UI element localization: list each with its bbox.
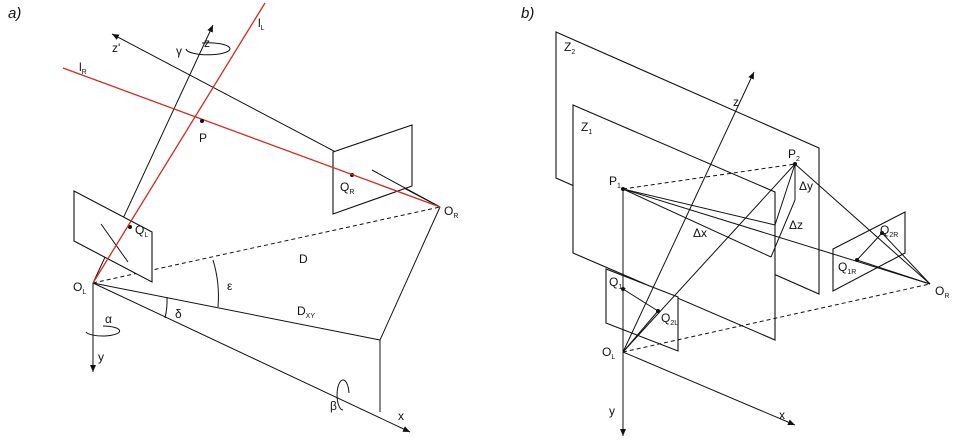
- label-y: y: [98, 350, 104, 364]
- dashed-P1-P2: [622, 163, 796, 190]
- Q2R-point: [880, 231, 884, 235]
- label-z-prime: z': [112, 41, 120, 55]
- label-delta: δ: [175, 307, 182, 321]
- label-x-b: x: [779, 408, 785, 422]
- epsilon-arc: [212, 259, 219, 308]
- ray-lR: [62, 67, 441, 208]
- Q1L-point: [621, 287, 625, 291]
- delta-x-edge: [622, 188, 776, 226]
- label-alpha: α: [105, 312, 112, 326]
- label-Q1L: Q1L: [609, 275, 626, 291]
- left-principal-ray: [100, 223, 129, 263]
- label-P: P: [199, 131, 207, 145]
- label-z: z: [204, 36, 210, 50]
- ray-OL-P2: [622, 163, 796, 353]
- P-point: [200, 119, 204, 123]
- alpha-rotation: [85, 325, 121, 337]
- label-gamma: γ: [176, 44, 182, 58]
- label-y-b: y: [609, 404, 615, 418]
- P1-point: [621, 187, 625, 191]
- gamma-rotation: [185, 42, 231, 56]
- right-principal-ray: [371, 169, 441, 208]
- label-Q2R: Q2R: [880, 223, 898, 239]
- panel-a: a) z z' γ: [8, 2, 458, 433]
- panel-b-label: b): [521, 5, 534, 22]
- label-Z1: Z1: [581, 120, 592, 136]
- label-P2: P2: [788, 147, 800, 163]
- right-image-plane-b: [832, 211, 906, 292]
- label-delta-z: Δz: [789, 218, 803, 232]
- label-DXY: DXY: [297, 304, 315, 320]
- label-delta-x: Δx: [693, 226, 707, 240]
- ray-OL-Q2L: [622, 310, 659, 353]
- panel-a-label: a): [8, 5, 21, 22]
- delta-z-edge: [770, 199, 796, 258]
- panel-b: b): [521, 5, 949, 436]
- baseline-DXY: [92, 282, 381, 341]
- label-lR: lR: [79, 60, 87, 76]
- x-axis-b: [622, 351, 796, 426]
- label-OL-b: OL: [602, 345, 615, 361]
- label-lL: lL: [258, 16, 265, 32]
- Q1R-point: [855, 258, 859, 262]
- label-Q2L: Q2L: [661, 311, 678, 327]
- beta-rotation: [336, 379, 350, 411]
- x-axis: [92, 282, 411, 433]
- P2-to-plane: [774, 163, 796, 226]
- Q1L-Q2L: [622, 288, 659, 312]
- plane-Z1: [572, 104, 776, 341]
- label-z-b: z: [733, 95, 739, 109]
- projection-vertical-edge: [379, 206, 441, 341]
- ray-OR-Q2R: [881, 232, 931, 285]
- ray-lL: [92, 2, 266, 284]
- label-D: D: [299, 252, 308, 266]
- Q1R-Q2R: [856, 232, 883, 261]
- label-QR: QR: [340, 180, 354, 196]
- P1-diagonal: [622, 188, 772, 258]
- z-axis-b: [622, 71, 755, 353]
- delta-arc: [164, 296, 168, 319]
- label-OR-b: OR: [935, 284, 949, 300]
- ray-OR-P1: [622, 188, 931, 285]
- right-image-plane: [332, 124, 413, 215]
- label-P1: P1: [609, 174, 621, 190]
- label-epsilon: ε: [227, 279, 233, 293]
- label-Q1R: Q1R: [838, 260, 856, 276]
- Q2L-point: [656, 309, 660, 313]
- label-delta-y: Δy: [799, 179, 813, 193]
- label-x: x: [398, 409, 404, 423]
- label-QL: QL: [135, 223, 148, 239]
- label-OL: OL: [73, 280, 86, 296]
- label-beta: β: [330, 399, 337, 413]
- label-Z2: Z2: [564, 40, 575, 56]
- ray-OR-P2: [794, 163, 931, 285]
- P2-point: [793, 162, 797, 166]
- QL-point: [128, 225, 132, 229]
- label-OR: OR: [444, 204, 458, 220]
- left-image-plane: [73, 190, 153, 283]
- ray-OR-Q1R: [856, 259, 931, 285]
- baseline-OL-OR: [622, 283, 931, 353]
